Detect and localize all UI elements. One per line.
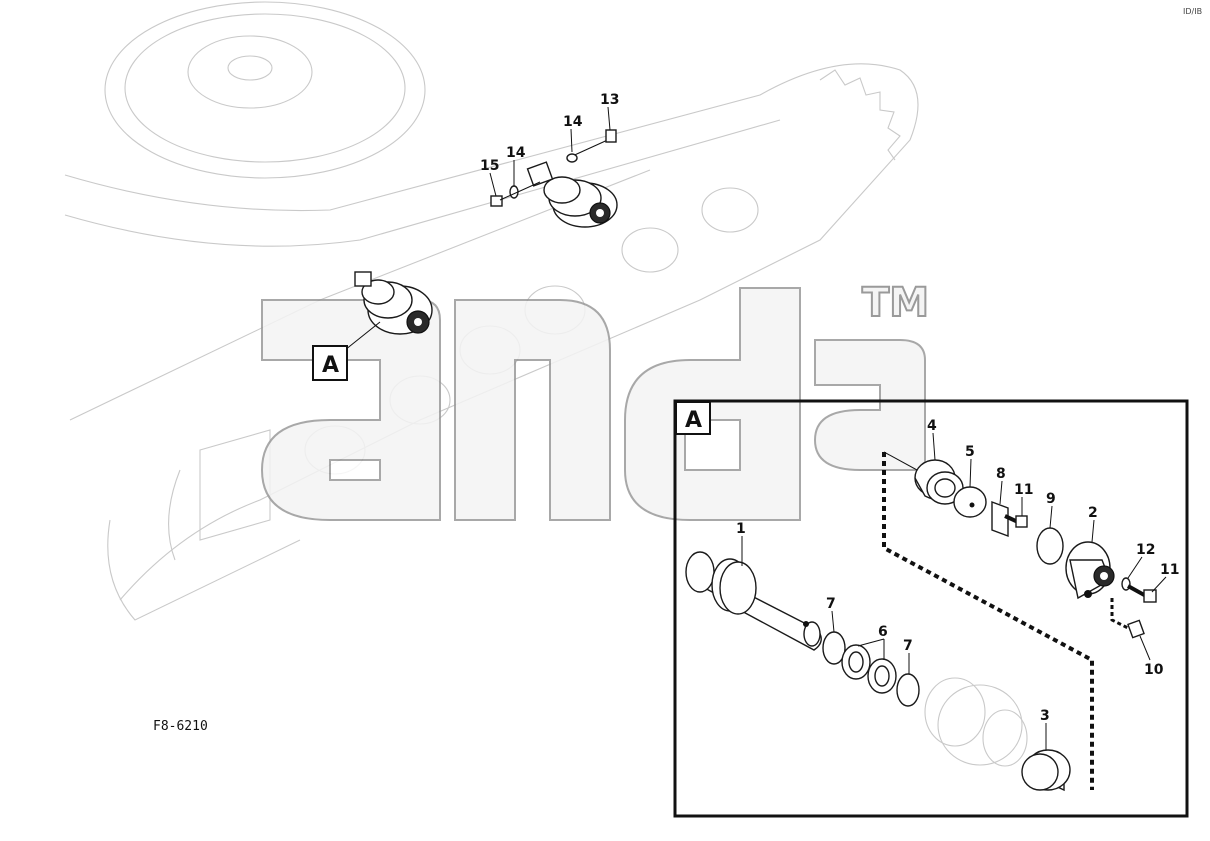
part-5-hole: [969, 502, 975, 508]
part-5-plate: [953, 486, 987, 518]
part-2-end-cap: [1065, 541, 1115, 600]
detail-a-frame: [673, 399, 1189, 818]
detail-a-overview-letter: A: [322, 353, 339, 378]
callout-3: 3: [1040, 708, 1050, 724]
callout-10: 10: [1144, 662, 1164, 678]
callout-7-right: 7: [903, 638, 913, 654]
callout-9: 9: [1046, 491, 1056, 507]
callout-8: 8: [996, 466, 1006, 482]
corner-mark: ID/IB: [1183, 7, 1202, 16]
part-8-bracket: [991, 500, 1009, 538]
top-roller-assembly: [526, 161, 618, 228]
part-4-bushing: [914, 459, 964, 505]
callout-11-upper: 11: [1014, 482, 1033, 498]
part-1-shaft: [685, 551, 822, 651]
callout-2: 2: [1088, 505, 1098, 521]
detail-a-letter: A: [685, 408, 702, 433]
watermark-logo: [260, 287, 926, 521]
part-10-plug: [1127, 619, 1145, 639]
watermark-tm: TM: [862, 280, 929, 326]
leader-a-overview: [344, 321, 381, 351]
callout-4: 4: [927, 418, 937, 434]
callout-5: 5: [965, 444, 975, 460]
callout-11-lower: 11: [1160, 562, 1179, 578]
washer-14-upper: [566, 153, 578, 163]
detail-callouts: 1 7 6 7 3 4 5 8 11 9 2 12 11 10: [736, 418, 1179, 750]
part-3-bushing: [1021, 749, 1071, 792]
callout-7-left: 7: [826, 596, 836, 612]
part-6-seals: [841, 644, 897, 694]
callout-12: 12: [1136, 542, 1155, 558]
callout-15: 15: [480, 158, 499, 174]
roller-body-ghost: [924, 677, 1028, 767]
callout-14-upper: 14: [563, 114, 583, 130]
callout-14-lower: 14: [506, 145, 526, 161]
detail-a-overview-box: [312, 345, 348, 381]
part-11-bolt-lower: [1127, 584, 1157, 603]
callout-1: 1: [736, 521, 746, 537]
detail-a-label-box: [675, 401, 711, 435]
nut-15: [490, 195, 503, 207]
callout-13: 13: [600, 92, 619, 108]
part-9-oring: [1036, 527, 1064, 565]
callout-6: 6: [878, 624, 888, 640]
roller-a-overview: [354, 271, 433, 335]
assembly-dashed-line: [882, 452, 1094, 790]
figure-code: F8-6210: [153, 719, 208, 734]
part-7-oring-right: [896, 673, 920, 707]
